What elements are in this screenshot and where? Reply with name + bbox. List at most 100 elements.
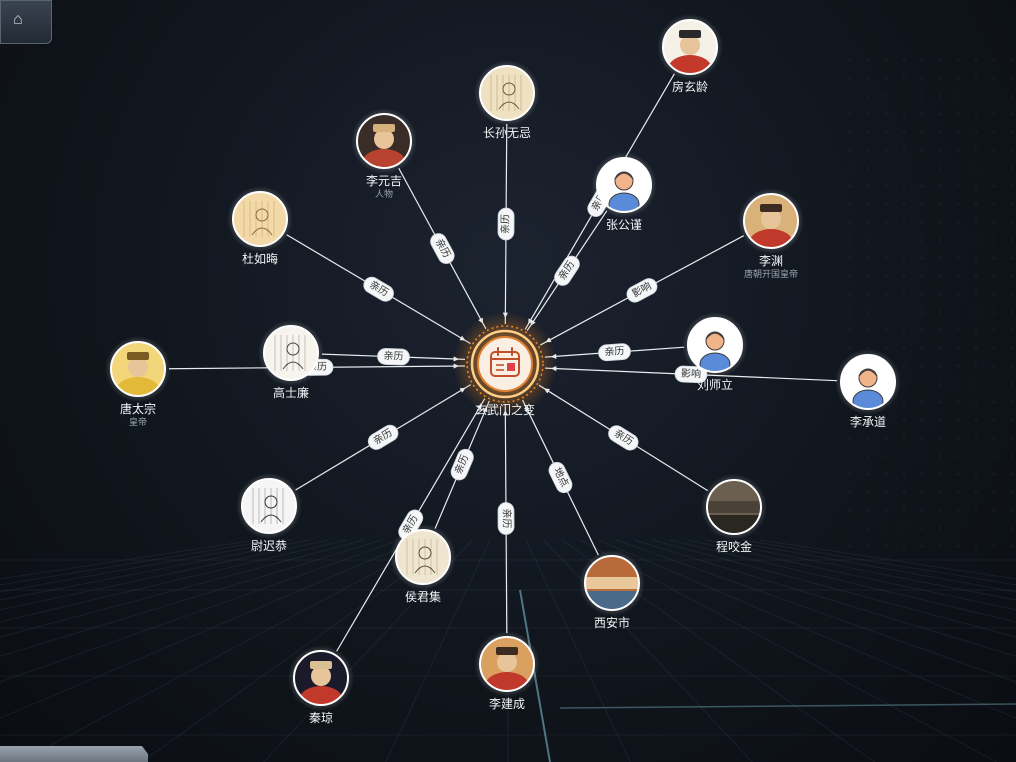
node-qq[interactable]: 秦琼 [288,645,354,725]
grid-line [0,539,329,611]
node-image [357,114,411,168]
edge-label-pill [608,425,639,451]
node-drh[interactable]: 杜如晦 [227,186,293,266]
edge-label-pill [367,424,399,450]
bottom-panel-tab[interactable] [0,746,148,762]
edge-zgj[interactable]: 亲历 [526,210,608,332]
edge-ljc[interactable]: 亲历 [497,403,515,634]
texture-dot [957,401,959,403]
center-node[interactable]: 玄武门之变 [453,312,557,417]
texture-dot [849,95,851,97]
node-label: 杜如晦 [242,251,278,266]
node-lcd[interactable]: 李承道 [835,349,901,429]
edge-label-pill [554,255,580,286]
texture-dot [867,185,869,187]
grid-line [669,539,1016,623]
grid-line [0,539,347,623]
texture-dot [1011,545,1013,547]
texture-dot [1011,113,1013,115]
edge-label: 影响 [626,278,658,303]
node-ycg[interactable]: 尉迟恭 [236,473,302,553]
texture-dot [885,239,887,241]
texture-dot [993,167,995,169]
grid-line [0,539,311,601]
texture-dot [885,167,887,169]
texture-dot [957,329,959,331]
node-border [356,113,412,169]
texture-dot [957,221,959,223]
grid-line [385,539,491,762]
texture-dot [957,365,959,367]
texture-dot [885,329,887,331]
node-border [584,555,640,611]
texture-dot [957,203,959,205]
texture-dot [1011,293,1013,295]
texture-dot [957,419,959,421]
node-fxl[interactable]: 房玄龄 [657,14,723,94]
texture-dot [957,293,959,295]
texture-dot [849,185,851,187]
texture-dot [1011,383,1013,385]
node-xas[interactable]: 西安市 [579,550,645,630]
node-zgj[interactable]: 张公谨 [591,152,657,232]
center-label: 玄武门之变 [475,402,535,417]
edge-label: 亲历 [497,502,515,535]
texture-dot [939,509,941,511]
back-button[interactable]: ⌂ [0,0,52,44]
node-cyj[interactable]: 程咬金 [701,474,767,554]
texture-dot [849,473,851,475]
edge-lyj[interactable]: 亲历 [398,167,487,330]
texture-dot [903,203,905,205]
texture-dot [993,311,995,313]
edge-hjj[interactable]: 亲历 [434,400,490,529]
texture-dot [957,527,959,529]
edge-zswj[interactable]: 亲历 [497,123,515,325]
texture-dot [867,455,869,457]
edge-label: 亲历 [363,276,394,302]
texture-dot [867,473,869,475]
texture-dot [939,131,941,133]
texture-dot [957,473,959,475]
texture-dot [903,113,905,115]
texture-dot [921,95,923,97]
edge-label-text: 亲历 [500,508,513,528]
texture-dot [939,275,941,277]
texture-dot [939,221,941,223]
edge-lcd[interactable]: 影响 [544,365,838,384]
node-zswj[interactable]: 长孙无忌 [474,60,540,140]
texture-dot [1011,455,1013,457]
edge-lsl[interactable]: 亲历 [544,343,685,362]
texture-dot [1011,347,1013,349]
texture-dot [993,203,995,205]
node-border [479,65,535,121]
texture-dot [939,329,941,331]
node-hjj[interactable]: 侯君集 [390,524,456,604]
texture-dot [867,419,869,421]
texture-dot [903,509,905,511]
texture-dot [939,383,941,385]
node-border [596,157,652,213]
edge-ycg[interactable]: 亲历 [295,384,472,491]
edge-xas[interactable]: 地点 [522,399,599,556]
texture-dot [993,347,995,349]
texture-dot [939,347,941,349]
texture-dot [885,113,887,115]
texture-dot [975,347,977,349]
texture-dot [903,383,905,385]
node-gsl[interactable]: 高士廉 [258,320,324,400]
texture-dot [885,491,887,493]
node-label: 李承道 [850,414,886,429]
texture-dot [849,509,851,511]
node-label: 刘师立 [697,377,733,392]
node-image [480,66,534,120]
edge-qq[interactable]: 亲历 [336,398,486,652]
edge-gsl[interactable]: 亲历 [321,348,466,366]
node-lsl[interactable]: 刘师立 [682,312,748,392]
node-ljc[interactable]: 李建成 [474,631,540,711]
texture-dot [993,59,995,61]
node-image [264,326,318,380]
